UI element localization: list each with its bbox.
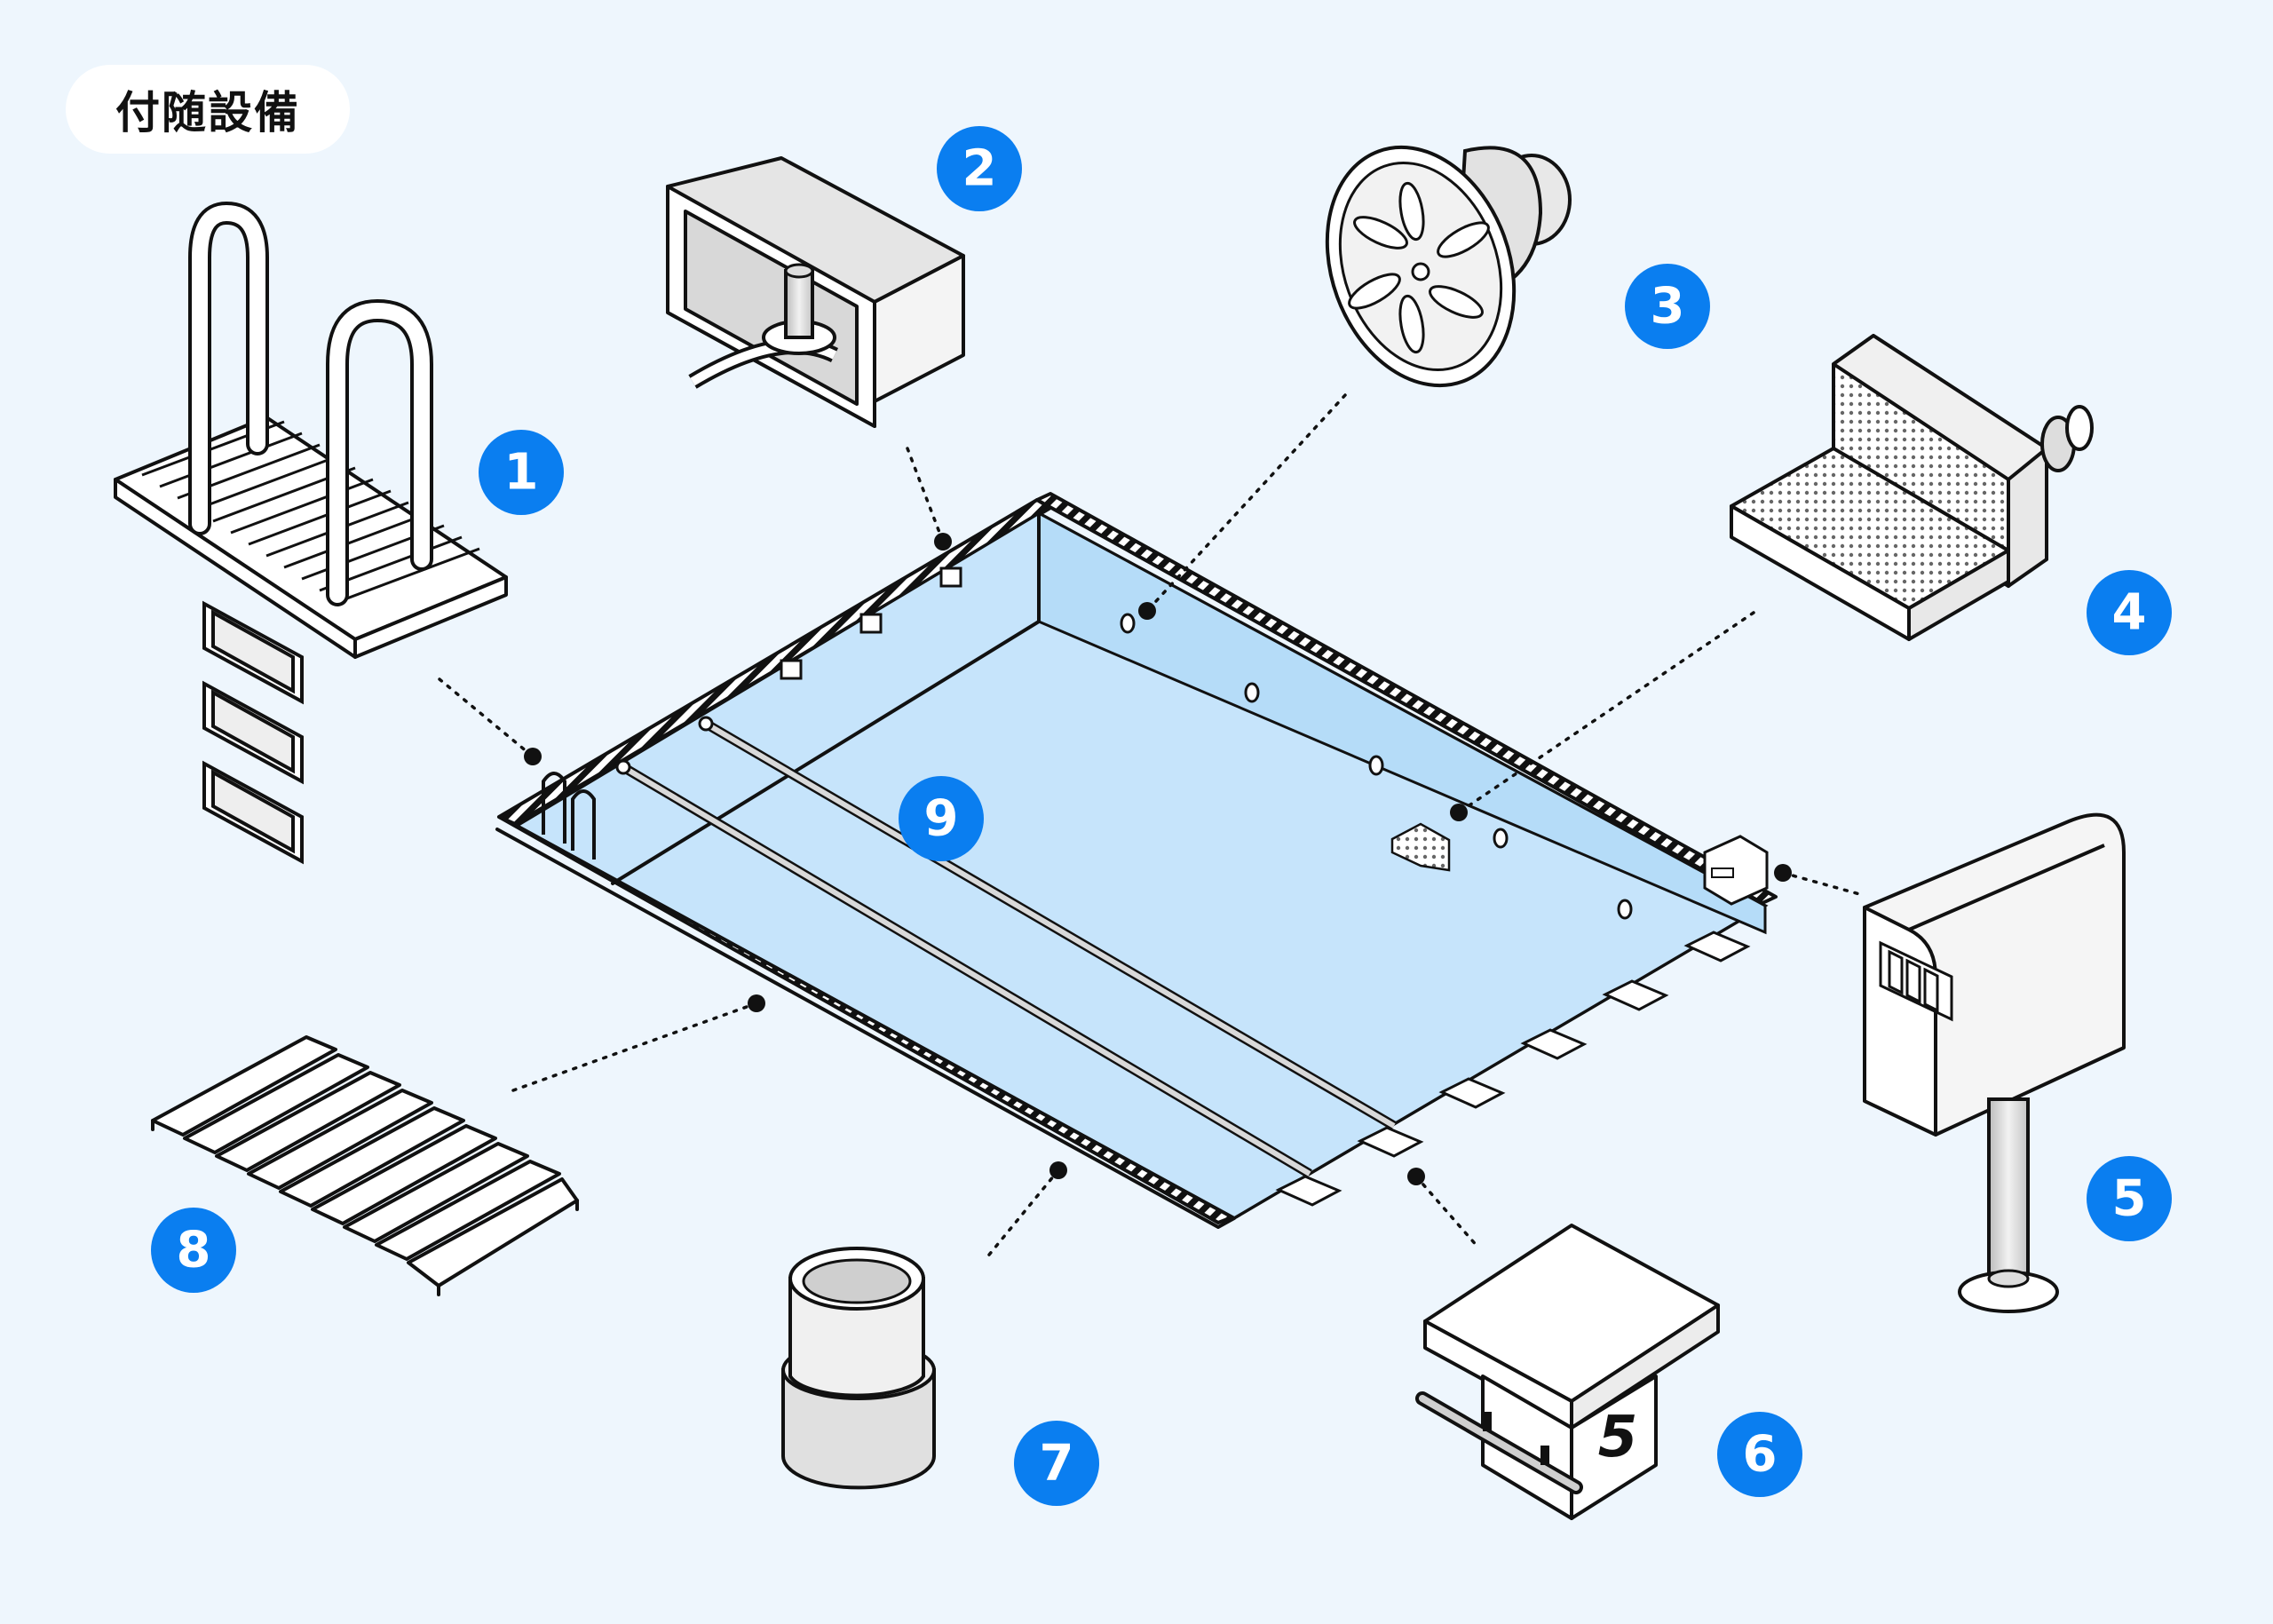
pool-skimmer — [1390, 822, 1451, 872]
pool-gutter-left — [497, 498, 1052, 826]
pool-wall-recesses — [780, 566, 962, 680]
starting-block-number: 5 — [1598, 1405, 1638, 1470]
pool-light-holes — [1120, 613, 1633, 920]
badge-2: 2 — [937, 126, 1022, 211]
pool-corner-panel — [1703, 835, 1769, 906]
pool-ladder-icon — [114, 201, 508, 865]
pool-gutter-back — [1035, 492, 1778, 905]
badge-4-label: 4 — [2112, 584, 2147, 642]
pool — [495, 492, 1778, 1229]
badge-5: 5 — [2087, 1156, 2172, 1241]
pipe-fitting-icon — [781, 1247, 936, 1490]
badge-1-label: 1 — [504, 444, 539, 502]
number-badges: 1 2 3 4 5 6 7 — [151, 126, 2172, 1506]
pool-starting-blocks — [1275, 931, 1751, 1207]
badge-9-label: 9 — [924, 790, 959, 848]
badge-8: 8 — [151, 1208, 236, 1293]
grating-icon — [151, 1035, 579, 1296]
badge-7: 7 — [1014, 1421, 1099, 1506]
badge-5-label: 5 — [2112, 1170, 2147, 1228]
lane-ropes — [615, 716, 1397, 1178]
page-title: 付随設備 — [115, 87, 300, 139]
badge-2-label: 2 — [962, 140, 997, 198]
badge-6-label: 6 — [1743, 1426, 1778, 1484]
wall-recess-icon — [666, 156, 965, 428]
badge-8-label: 8 — [177, 1222, 211, 1279]
skimmer-gutter-icon — [1730, 334, 2094, 641]
starting-block-icon: 5 — [1415, 1224, 1720, 1520]
badge-3: 3 — [1625, 264, 1710, 349]
badge-6: 6 — [1717, 1412, 1802, 1497]
badge-4: 4 — [2087, 570, 2172, 655]
pool-ladder — [542, 772, 596, 860]
title-pill: 付随設備 — [66, 65, 350, 154]
badge-3-label: 3 — [1651, 278, 1685, 336]
badge-9: 9 — [899, 776, 984, 861]
underwater-light-icon — [1325, 145, 1572, 388]
leader-lines — [438, 393, 1865, 1261]
badge-7-label: 7 — [1040, 1435, 1074, 1493]
badge-1: 1 — [479, 430, 564, 515]
control-panel-icon — [1863, 812, 2126, 1313]
